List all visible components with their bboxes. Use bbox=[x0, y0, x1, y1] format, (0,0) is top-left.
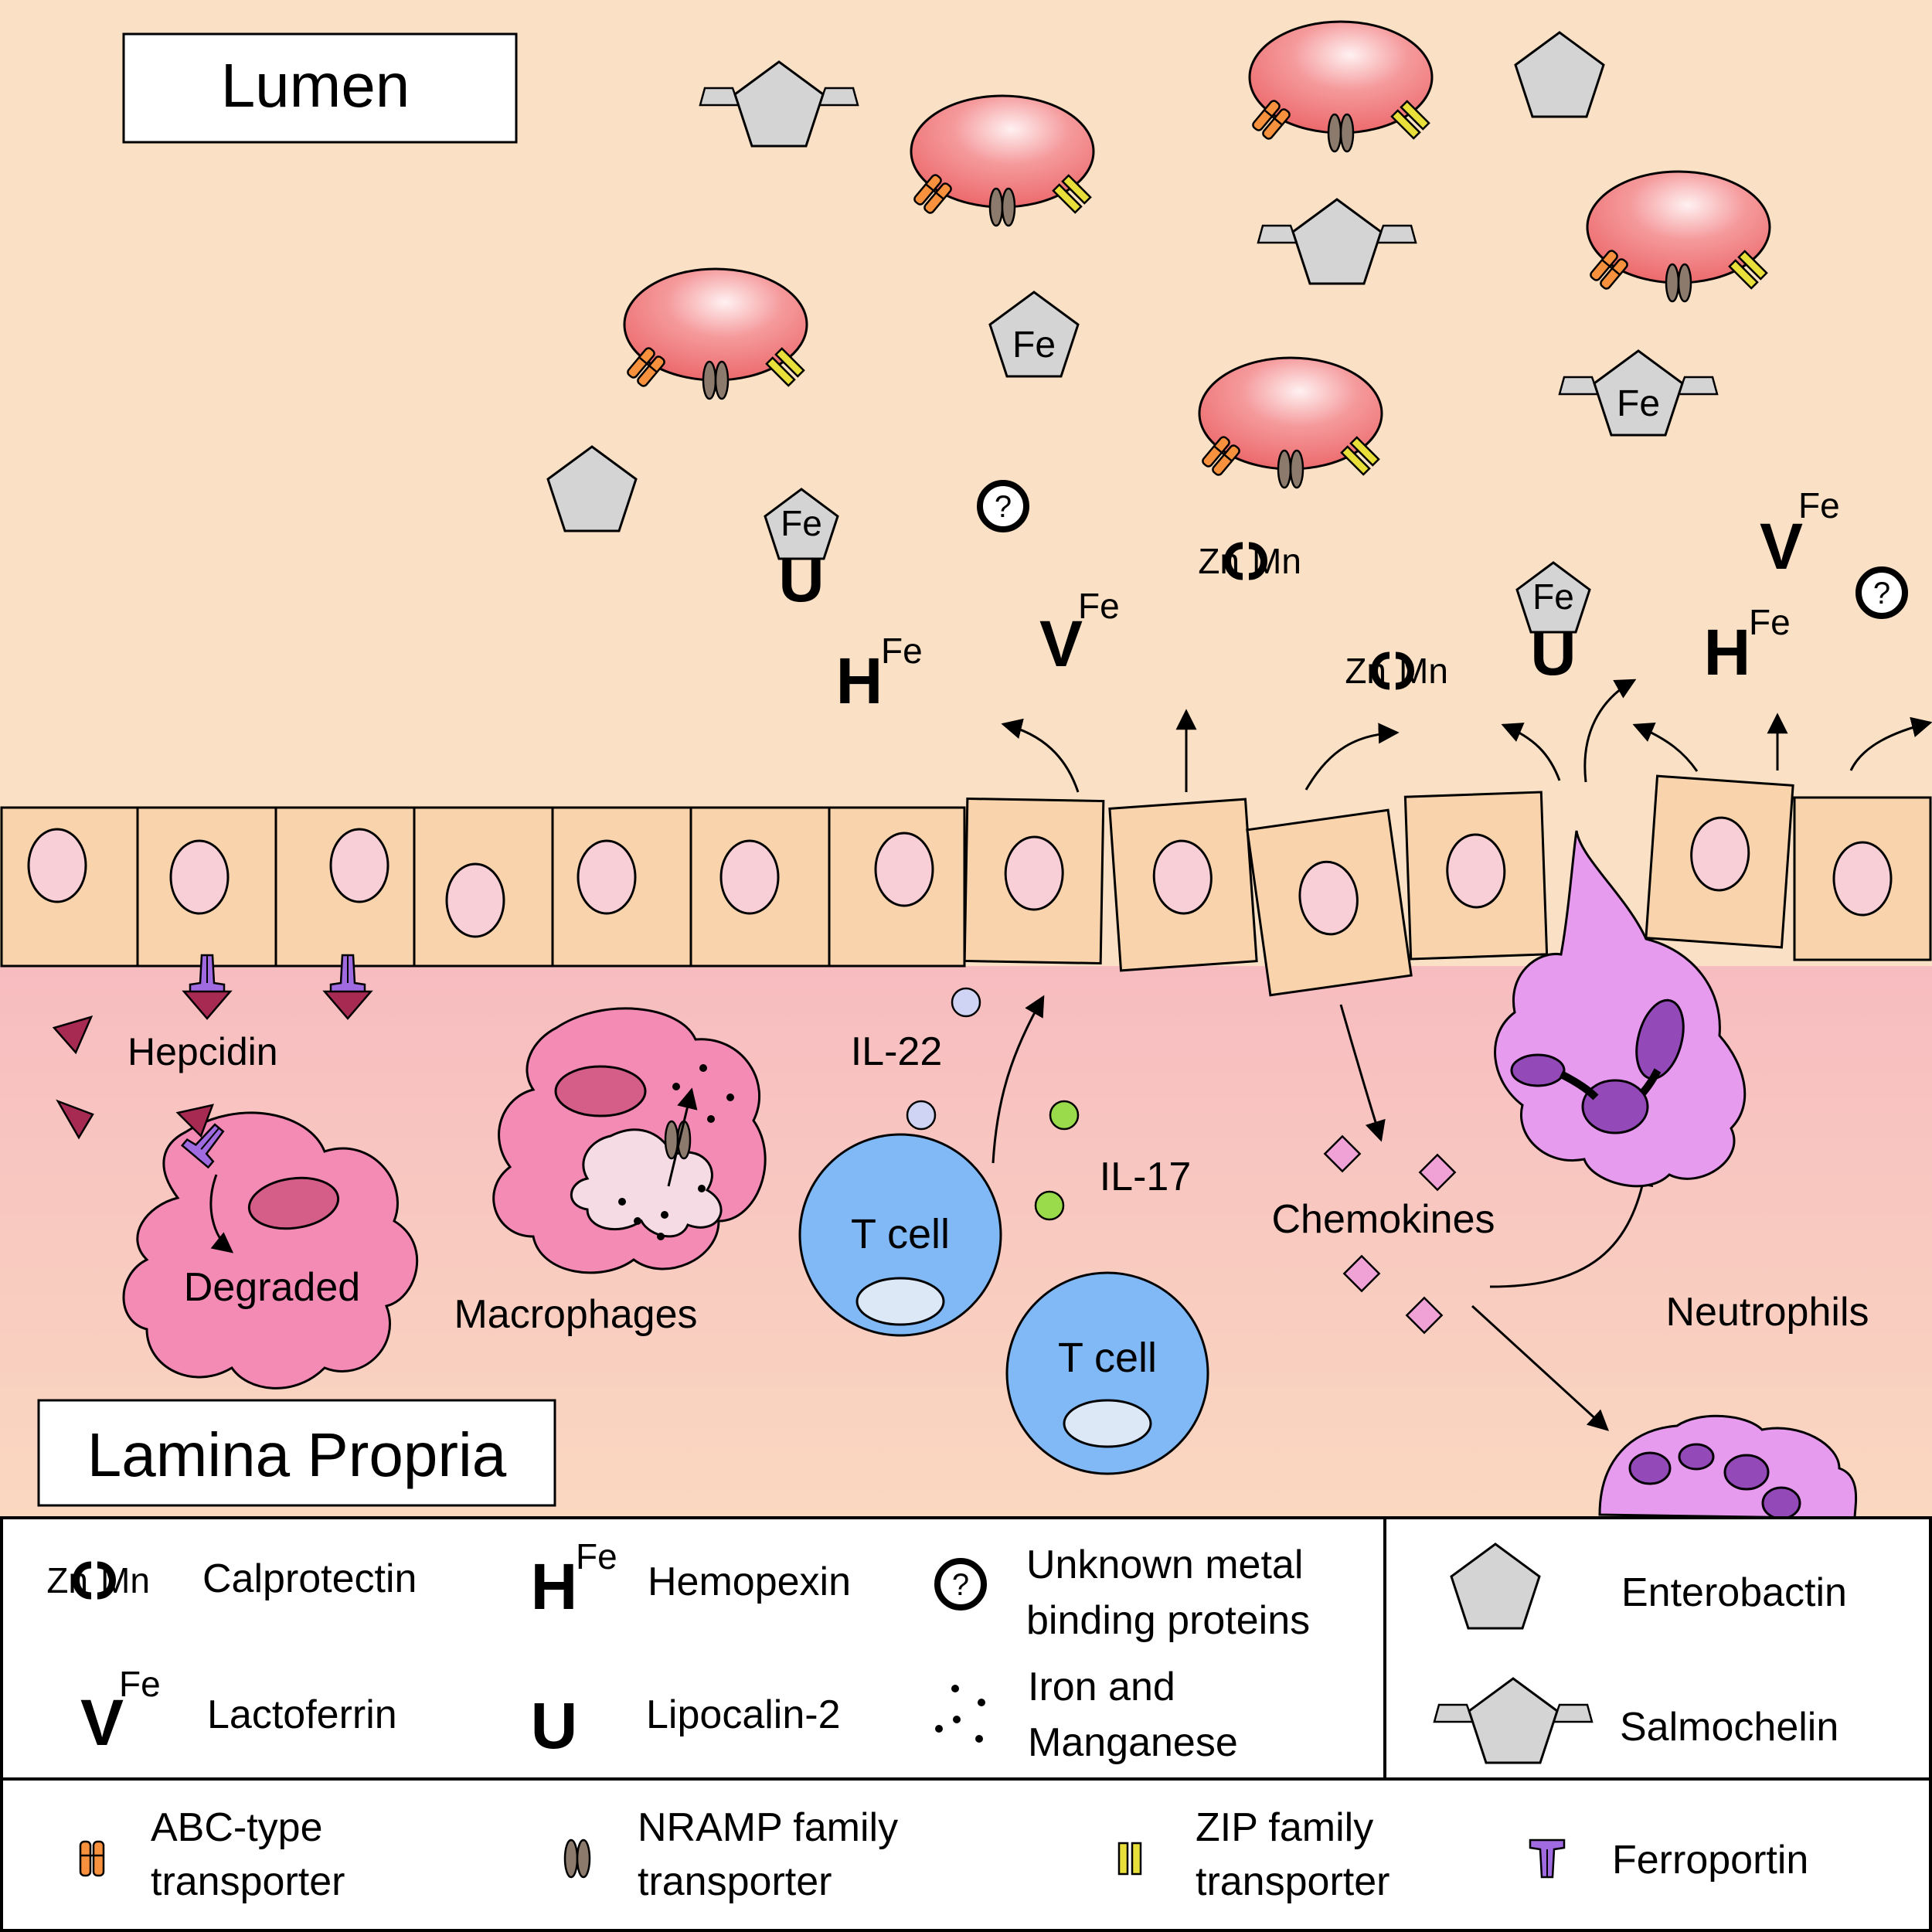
host-proteins: ? ? Zn Mn Zn Mn H Fe H Fe V Fe V bbox=[836, 483, 1905, 717]
calprotectin-icon: Zn Mn bbox=[1345, 651, 1448, 691]
svg-text:Fe: Fe bbox=[1617, 383, 1660, 424]
svg-text:?: ? bbox=[1873, 577, 1890, 611]
macrophage-degraded: Degraded bbox=[122, 1104, 419, 1389]
neutrophil-recruited: Neutrophils bbox=[1598, 1290, 1869, 1520]
il22-cytokines: IL-22 bbox=[851, 987, 981, 1131]
svg-text:Mn: Mn bbox=[1399, 651, 1448, 691]
legend-calprotectin: Calprotectin bbox=[202, 1556, 417, 1601]
lamina-propria-title: Lamina Propria bbox=[87, 1420, 507, 1489]
epithelium bbox=[0, 774, 1932, 997]
lactoferrin-icon: V Fe bbox=[80, 1664, 161, 1759]
secretion-arrows bbox=[1001, 679, 1932, 793]
lumen-title: Lumen bbox=[221, 51, 410, 120]
lipocalin-icon: U bbox=[531, 1689, 578, 1762]
hemopexin-icon: H Fe bbox=[1704, 602, 1791, 689]
hemopexin-icon: H Fe bbox=[531, 1536, 617, 1623]
legend-lipocalin: Lipocalin-2 bbox=[646, 1692, 841, 1737]
svg-text:Fe: Fe bbox=[1532, 577, 1574, 617]
legend-ferroportin: Ferroportin bbox=[1612, 1838, 1808, 1883]
svg-text:Fe: Fe bbox=[781, 503, 822, 543]
legend-unknown-line1: Unknown metal bbox=[1026, 1543, 1303, 1587]
legend-abc-line2: transporter bbox=[151, 1859, 345, 1904]
unknown-protein-icon: ? bbox=[980, 483, 1026, 529]
svg-text:Fe: Fe bbox=[1749, 602, 1791, 642]
svg-text:U: U bbox=[778, 545, 824, 615]
il22-label: IL-22 bbox=[851, 1029, 943, 1074]
svg-text:Mn: Mn bbox=[100, 1560, 150, 1600]
svg-text:Fe: Fe bbox=[1798, 485, 1840, 526]
svg-text:?: ? bbox=[995, 490, 1012, 524]
degraded-label: Degraded bbox=[184, 1265, 360, 1310]
chemokines-label: Chemokines bbox=[1271, 1197, 1495, 1242]
tcell: T cell bbox=[798, 1133, 1002, 1337]
hemopexin-icon: H Fe bbox=[836, 631, 923, 717]
metal-dots-icon bbox=[618, 1064, 734, 1240]
il22-arrow bbox=[992, 995, 1045, 1164]
lamina-propria-label: Lamina Propria bbox=[37, 1399, 556, 1507]
basal-ferroportin bbox=[182, 954, 373, 1020]
legend-salmochelin: Salmochelin bbox=[1620, 1705, 1838, 1750]
legend-abc-line1: ABC-type bbox=[151, 1805, 323, 1850]
neutrophil-migrating bbox=[1494, 830, 1747, 1188]
macrophages-label: Macrophages bbox=[454, 1292, 697, 1337]
legend-nramp-line1: NRAMP family bbox=[638, 1805, 898, 1850]
svg-text:Fe: Fe bbox=[1078, 586, 1120, 626]
svg-text:Fe: Fe bbox=[881, 631, 923, 671]
tcell-label: T cell bbox=[1058, 1335, 1157, 1381]
svg-text:Mn: Mn bbox=[1252, 541, 1301, 581]
salmochelin-fe-icon: Fe bbox=[1560, 351, 1717, 435]
legend: Zn Mn Calprotectin H Fe Hemopexin ? Unkn… bbox=[0, 1516, 1932, 1932]
svg-text:Zn: Zn bbox=[46, 1560, 88, 1600]
svg-text:H: H bbox=[836, 645, 883, 717]
unknown-protein-icon: ? bbox=[937, 1561, 984, 1607]
calprotectin-icon: Zn Mn bbox=[46, 1560, 150, 1600]
svg-text:H: H bbox=[1704, 616, 1751, 689]
calprotectin-icon: Zn Mn bbox=[1198, 541, 1301, 581]
siderophores: Fe Fe Fe U Fe U bbox=[546, 31, 1717, 689]
legend-enterobactin: Enterobactin bbox=[1621, 1570, 1847, 1615]
legend-zip-line2: transporter bbox=[1196, 1859, 1389, 1904]
svg-text:U: U bbox=[1530, 618, 1576, 689]
tcell: T cell bbox=[1005, 1271, 1209, 1475]
legend-nramp-line2: transporter bbox=[638, 1859, 832, 1904]
macrophage-phagocytic: Macrophages bbox=[454, 1007, 767, 1337]
hepcidin-bound bbox=[322, 990, 373, 1020]
chemokines: Chemokines bbox=[1271, 1004, 1654, 1431]
svg-text:V: V bbox=[1760, 510, 1803, 583]
lumen-label: Lumen bbox=[122, 32, 518, 144]
lactoferrin-icon: V Fe bbox=[1039, 586, 1120, 680]
lipocalin-enterobactin-fe-icon: Fe U bbox=[764, 488, 839, 615]
svg-text:Fe: Fe bbox=[576, 1536, 617, 1577]
legend-hemopexin: Hemopexin bbox=[648, 1560, 851, 1604]
hepcidin-label: Hepcidin bbox=[128, 1030, 278, 1073]
svg-text:V: V bbox=[80, 1686, 124, 1759]
unknown-protein-icon: ? bbox=[1859, 570, 1905, 616]
lipocalin-enterobactin-fe-icon: Fe U bbox=[1515, 561, 1591, 689]
legend-lactoferrin: Lactoferrin bbox=[207, 1692, 397, 1737]
lactoferrin-icon: V Fe bbox=[1760, 485, 1840, 583]
svg-text:Fe: Fe bbox=[1012, 325, 1056, 366]
legend-zip-line1: ZIP family bbox=[1196, 1805, 1373, 1850]
il17-cytokines: IL-17 bbox=[1034, 1100, 1192, 1221]
svg-text:Fe: Fe bbox=[119, 1664, 161, 1704]
svg-text:?: ? bbox=[952, 1568, 969, 1602]
svg-text:Zn: Zn bbox=[1198, 541, 1240, 581]
legend-iron-line1: Iron and bbox=[1028, 1665, 1175, 1709]
svg-text:H: H bbox=[531, 1550, 578, 1623]
hepcidin-bound bbox=[182, 990, 233, 1020]
hepcidin-molecules: Hepcidin bbox=[52, 1015, 278, 1140]
il17-label: IL-17 bbox=[1100, 1155, 1192, 1199]
legend-unknown-line2: binding proteins bbox=[1026, 1598, 1310, 1643]
svg-text:Zn: Zn bbox=[1345, 651, 1386, 691]
neutrophils-label: Neutrophils bbox=[1665, 1290, 1869, 1335]
metal-dots-icon bbox=[935, 1685, 985, 1743]
legend-iron-line2: Manganese bbox=[1028, 1720, 1238, 1765]
enterobactin-fe-icon: Fe bbox=[988, 291, 1080, 378]
tcell-label: T cell bbox=[851, 1211, 950, 1257]
svg-text:V: V bbox=[1039, 607, 1083, 680]
